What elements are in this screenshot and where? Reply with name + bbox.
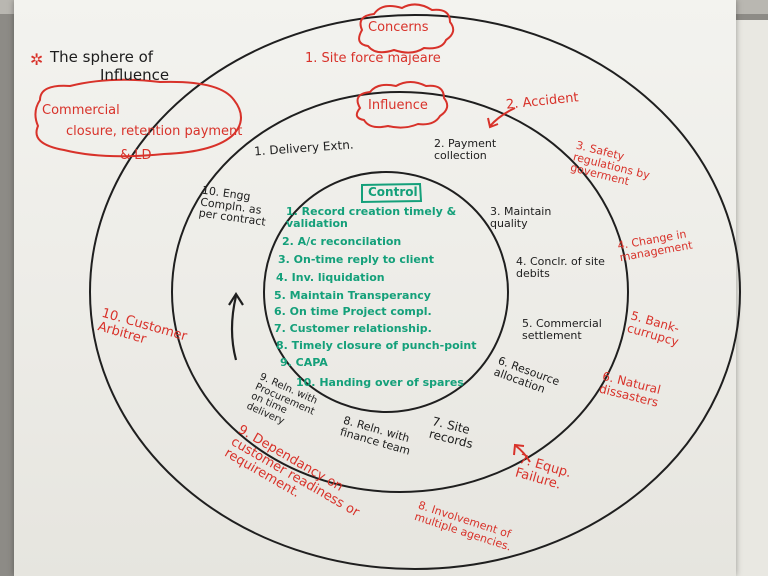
commercial-line1: Commercial [42,103,120,118]
control-item-10: 10. Handing over of spares [296,376,464,389]
commercial-line2: closure, retention payment [66,124,243,139]
influence-item-3: 3. Maintain quality [490,205,552,230]
flow-arrow [230,295,238,361]
svg-text:✲: ✲ [30,50,43,69]
influence-cloud-outline [355,81,449,129]
influence-item-5: 5. Commercial settlement [522,317,602,342]
background-sheet [732,20,768,576]
chart-paper [14,0,736,576]
control-item-5: 5. Maintain Transperancy [274,289,431,302]
control-item-8: 8. Timely closure of punch-point [276,339,477,352]
influence-item-4: 4. Conclr. of site debits [516,255,605,280]
control-item-4: 4. Inv. liquidation [276,271,385,284]
page-title-line1: The sphere of [50,48,154,66]
middle-circle-influence [171,91,629,493]
control-box-outline [361,182,423,204]
page-title-line2: Influence [100,66,170,84]
inner-circle-control [263,171,509,413]
concerns-label: Concerns [368,20,429,35]
influence-label: Influence [368,98,428,113]
concern-item-1: 1. Site force majeare [305,51,441,66]
control-item-2: 2. A/c reconcilation [282,235,402,248]
failure-arrow [515,445,531,463]
outer-circle-concerns [89,14,741,570]
control-item-6: 6. On time Project compl. [274,305,432,318]
accident-arrow [489,107,516,127]
control-item-7: 7. Customer relationship. [274,322,432,335]
control-item-9: 9. CAPA [280,356,328,369]
commercial-cloud-outline [34,78,242,158]
control-item-3: 3. On-time reply to client [278,253,434,266]
control-label: Control [368,185,418,199]
influence-item-2: 2. Payment collection [434,137,497,162]
commercial-line3: & LD [120,148,152,163]
concerns-cloud-outline [358,3,455,54]
control-item-1: 1. Record creation timely & validation [286,205,457,230]
